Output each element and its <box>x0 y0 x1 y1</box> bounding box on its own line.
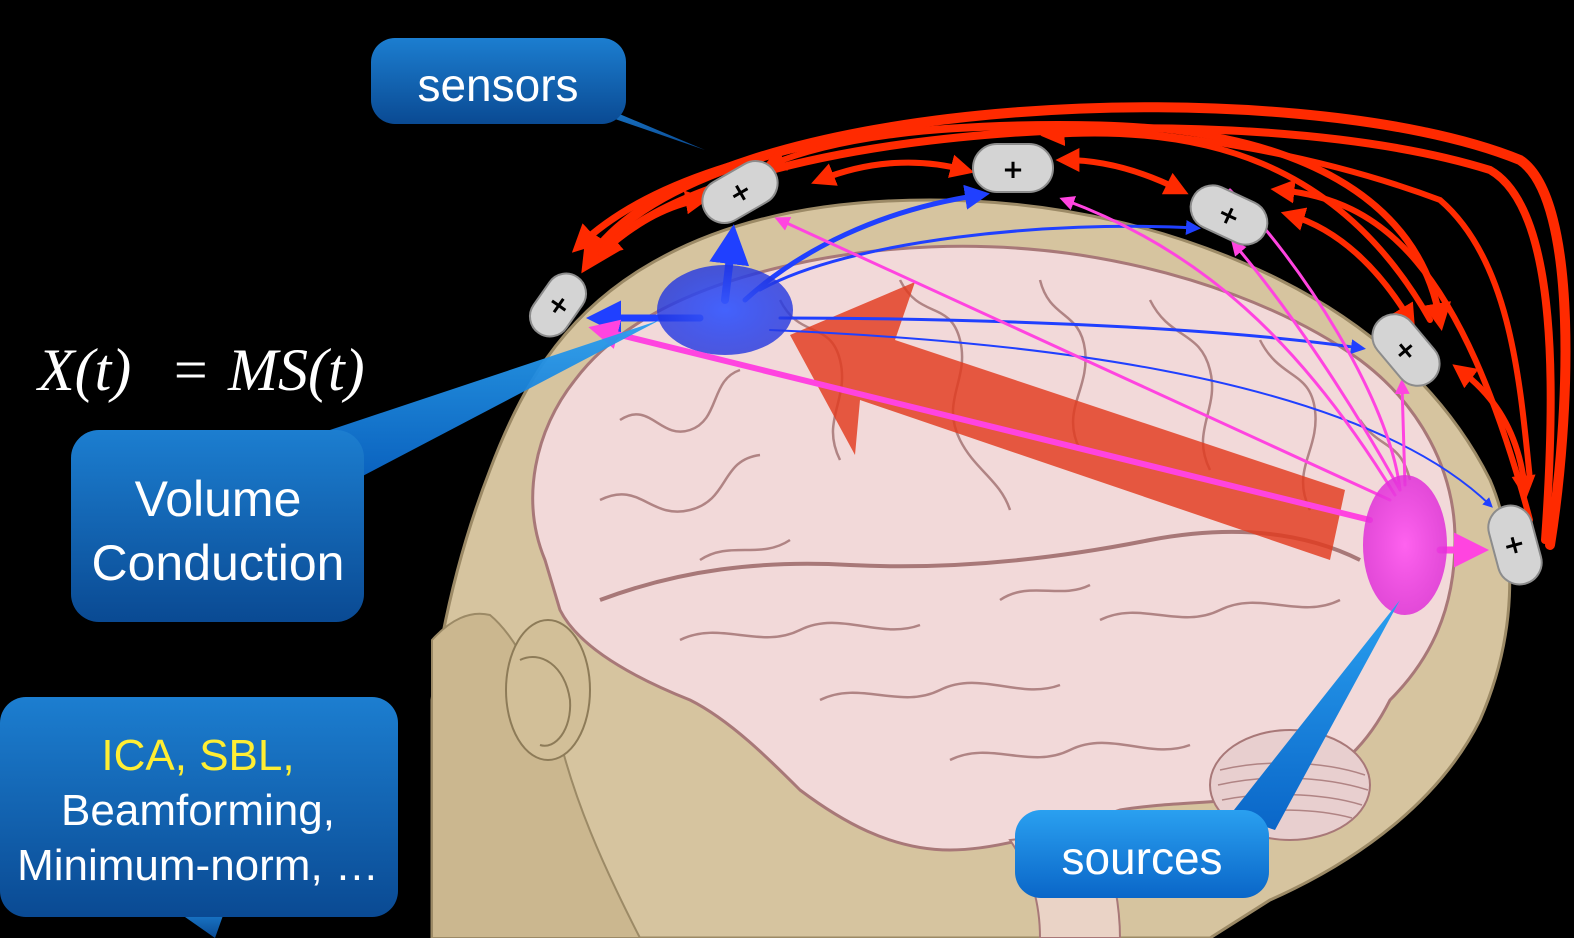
methods-highlighted: ICA, SBL, <box>101 731 294 780</box>
volume-conduction-line1: Volume <box>135 471 302 527</box>
blue-source <box>657 265 793 355</box>
methods-line3: Minimum-norm, … <box>17 841 379 890</box>
formula: X(t) = MS(t) <box>36 337 365 403</box>
sensors-callout: sensors <box>371 38 705 150</box>
sensor-3-symbol: + <box>1002 155 1024 185</box>
sensor-3: + <box>973 144 1053 192</box>
methods-callout: ICA, SBL, Beamforming, Minimum-norm, … <box>0 697 398 938</box>
formula-rhs: MS(t) <box>227 337 365 403</box>
head-illustration <box>432 200 1510 938</box>
volume-conduction-line2: Conduction <box>92 535 345 591</box>
pink-source <box>1363 475 1447 615</box>
sensors-label: sensors <box>417 59 578 111</box>
sources-label: sources <box>1061 832 1222 884</box>
formula-lhs: X(t) <box>36 337 131 403</box>
formula-equals: = <box>170 337 211 403</box>
ear-region <box>506 620 590 760</box>
methods-line2: Beamforming, <box>61 786 335 835</box>
